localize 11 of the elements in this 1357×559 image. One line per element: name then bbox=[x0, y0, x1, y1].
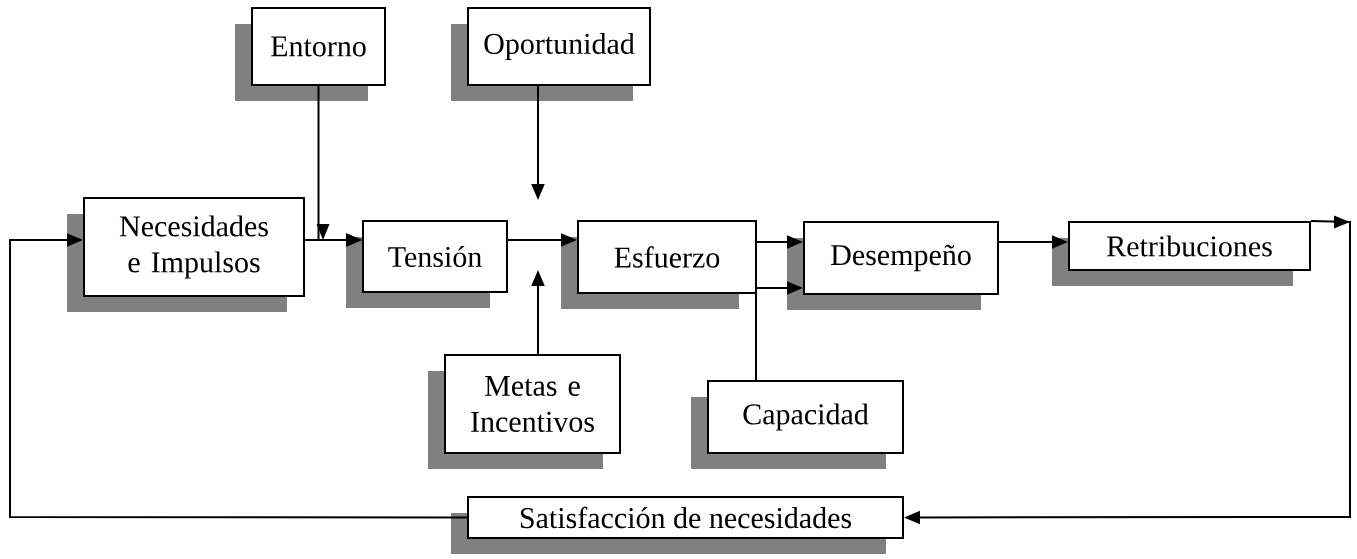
shadowed-box: Desempeño bbox=[787, 221, 999, 310]
shadowed-box: Entorno bbox=[235, 7, 386, 101]
shadowed-box: Retribuciones bbox=[1052, 221, 1311, 286]
shadowed-box: Satisfacción de necesidades bbox=[451, 496, 904, 554]
shadowed-box: Necesidades e Impulsos bbox=[67, 197, 305, 312]
shadowed-box: Esfuerzo bbox=[561, 220, 757, 309]
shadowed-box: Capacidad bbox=[691, 380, 904, 469]
shadowed-box: Oportunidad bbox=[451, 7, 651, 101]
shadowed-box: Metas e Incentivos bbox=[428, 354, 621, 469]
shadowed-box: Tensión bbox=[346, 220, 508, 308]
arrow bbox=[9, 233, 468, 519]
